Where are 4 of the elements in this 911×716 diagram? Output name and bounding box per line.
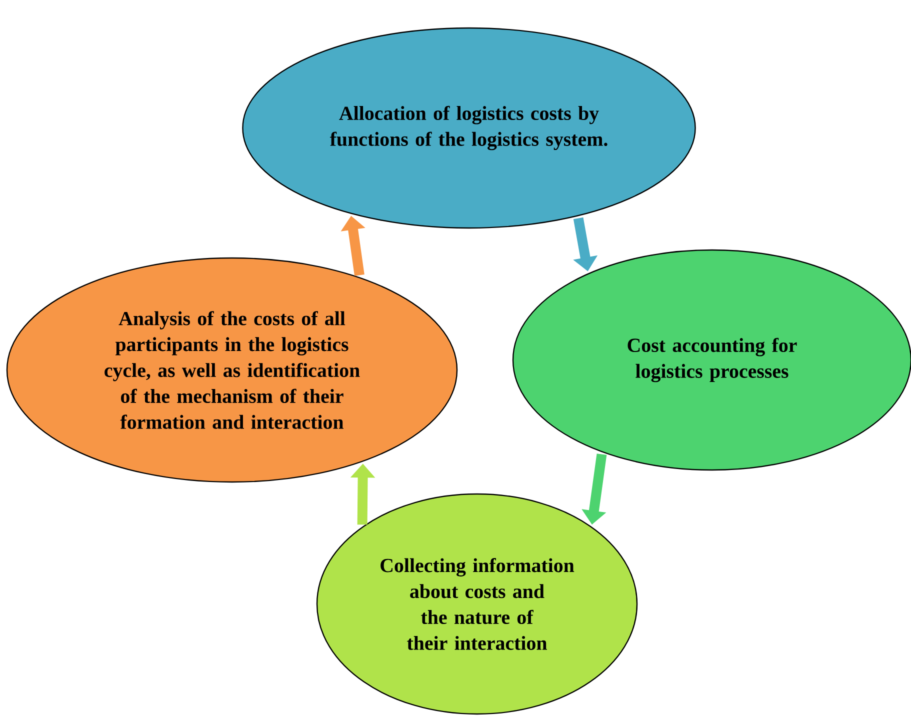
ellipse-node: Collecting information about costs and the nature of their interaction: [316, 493, 638, 715]
ellipse-node: Cost accounting for logistics processes: [512, 249, 911, 471]
ellipse-node: Allocation of logistics costs by functions of the logistics system.: [242, 27, 696, 229]
ellipse-node: Analysis of the costs of all participants in the logistics cycle, as well as identification of the mechanism of their formation and interaction: [6, 257, 458, 483]
